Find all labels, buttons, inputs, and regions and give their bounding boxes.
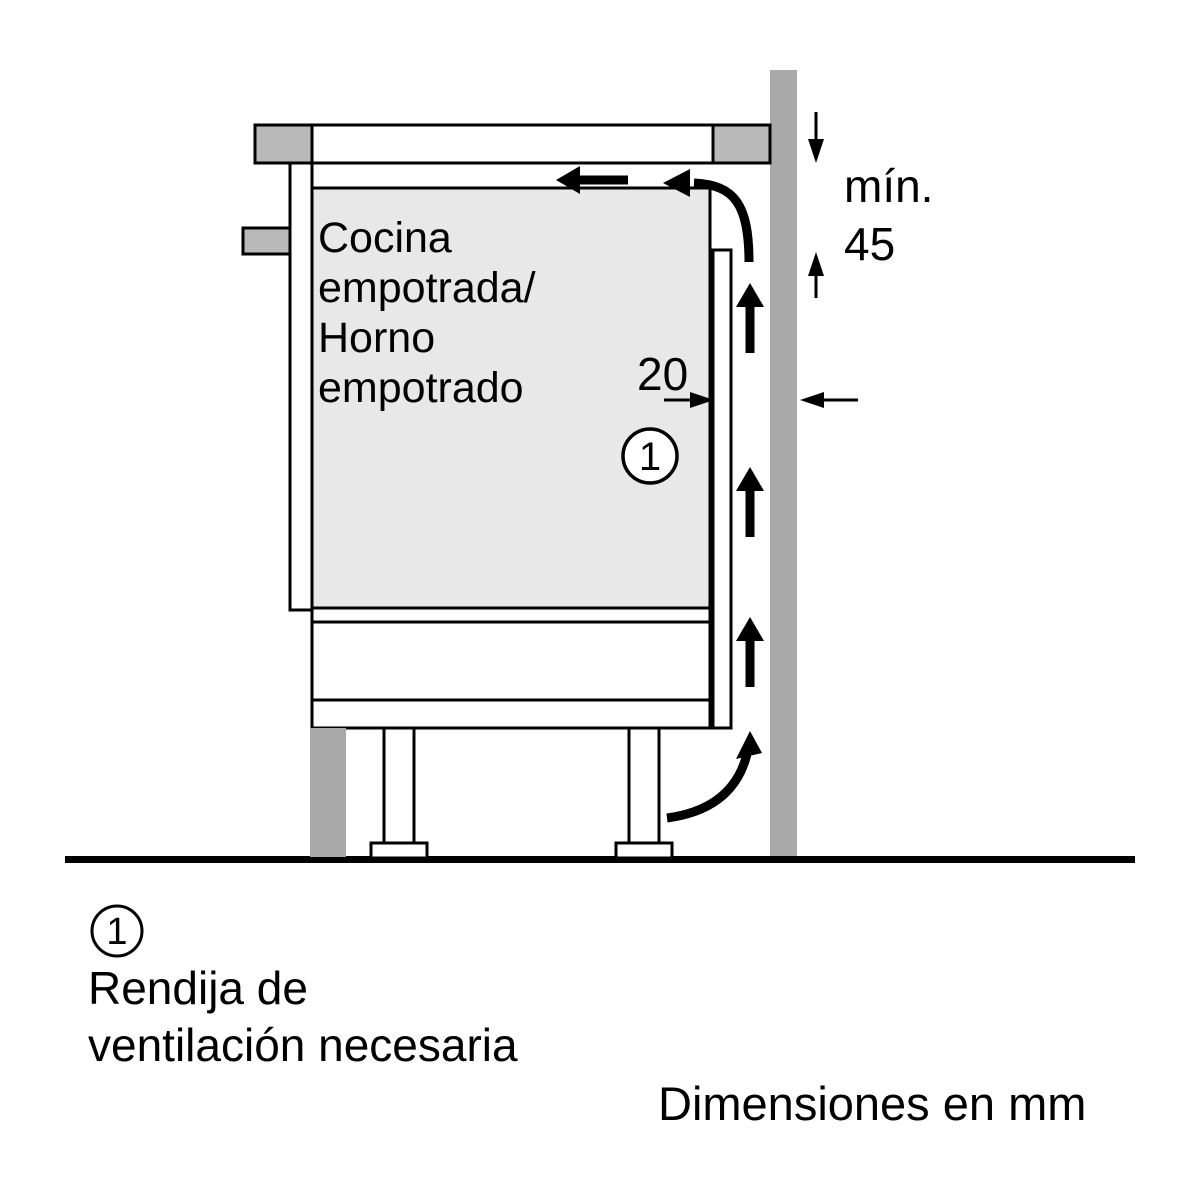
dim-45-up-arrow-icon bbox=[808, 252, 824, 276]
wall bbox=[770, 70, 797, 858]
min-label: mín. bbox=[844, 160, 933, 212]
callout-number: 1 bbox=[639, 435, 661, 479]
curved-arrow-top-head-icon bbox=[663, 169, 690, 197]
appliance-label-line: Horno bbox=[318, 314, 435, 362]
worktop-left-block bbox=[253, 123, 314, 165]
legend-line: Rendija de bbox=[88, 962, 308, 1014]
dim-20-left-arrow-icon bbox=[800, 392, 824, 408]
cabinet-base bbox=[310, 698, 712, 730]
left-arrow-icon bbox=[556, 166, 628, 194]
oven-compartment bbox=[310, 186, 712, 610]
cabinet-foot-left bbox=[369, 841, 429, 860]
cabinet-leg-left bbox=[382, 726, 416, 847]
legend-number: 1 bbox=[106, 911, 127, 953]
up-arrow-icon bbox=[736, 617, 764, 687]
cabinet-shelf bbox=[310, 606, 712, 624]
cabinet-foot-right bbox=[614, 841, 674, 860]
worktop bbox=[253, 123, 772, 165]
curved-arrow-bottom-head-icon bbox=[736, 731, 762, 759]
cabinet-drawer bbox=[310, 620, 712, 702]
cabinet-handle bbox=[241, 226, 292, 256]
hob-surface bbox=[310, 123, 715, 165]
airflow-arrows bbox=[556, 166, 764, 823]
worktop-right-block bbox=[711, 123, 772, 165]
cabinet-back-panel bbox=[711, 248, 733, 730]
cabinet-plinth bbox=[310, 728, 346, 857]
dim-20-right-arrow-icon bbox=[690, 392, 714, 408]
appliance-label-line: empotrado bbox=[318, 364, 524, 412]
cabinet-left-panel bbox=[288, 161, 314, 612]
up-arrow-icon bbox=[736, 467, 764, 537]
cabinet bbox=[241, 161, 733, 860]
cabinet-leg-right bbox=[627, 726, 661, 847]
dimension-min-45: mín. 45 bbox=[808, 112, 933, 298]
gap-value: 20 bbox=[637, 348, 688, 400]
dimension-gap-20: 20 bbox=[637, 348, 858, 408]
curved-arrow-top-icon bbox=[693, 178, 754, 263]
legend-circle-icon bbox=[90, 904, 144, 958]
ground-line bbox=[65, 856, 1135, 863]
legend-line: ventilación necesaria bbox=[88, 1019, 518, 1071]
appliance-label: Cocina empotrada/ Horno empotrado bbox=[318, 214, 536, 412]
appliance-label-line: empotrada/ bbox=[318, 264, 536, 312]
callout-circle-icon bbox=[621, 427, 679, 485]
dim-45-down-arrow-icon bbox=[808, 139, 824, 163]
appliance-label-line: Cocina bbox=[318, 214, 452, 262]
curved-arrow-bottom-icon bbox=[666, 752, 752, 823]
up-arrow-icon bbox=[736, 283, 764, 353]
callout-1: 1 bbox=[621, 427, 679, 485]
min-value: 45 bbox=[844, 218, 895, 270]
legend: 1 Rendija de ventilación necesaria bbox=[88, 904, 518, 1071]
units-note: Dimensiones en mm bbox=[658, 1077, 1086, 1130]
